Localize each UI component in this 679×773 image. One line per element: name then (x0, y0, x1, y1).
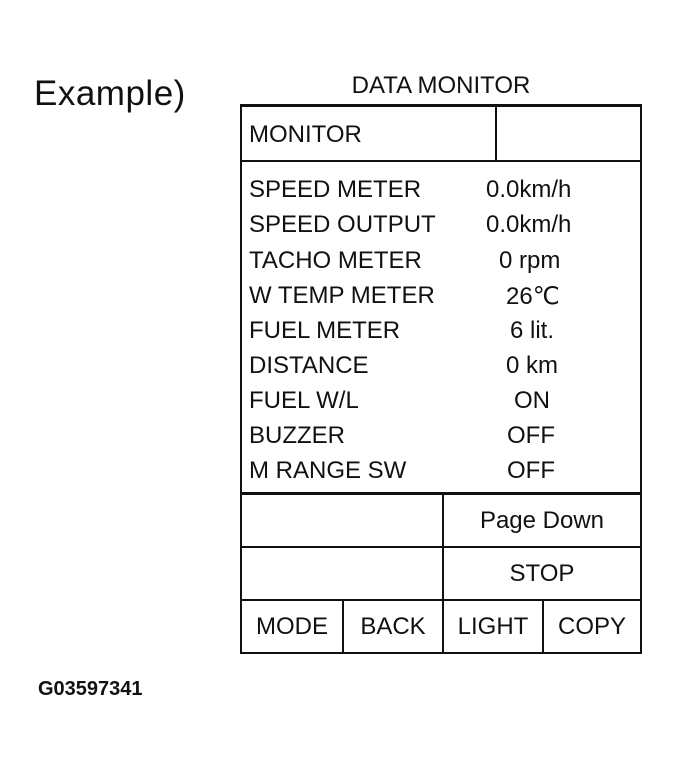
data-row-speed-output-label: SPEED OUTPUT (249, 211, 436, 238)
data-list: SPEED METER 0.0km/h SPEED OUTPUT 0.0km/h… (242, 162, 640, 495)
figure-code: G03597341 (38, 678, 143, 700)
screen-title: DATA MONITOR (351, 72, 531, 99)
data-row-buzzer-value: OFF (507, 422, 555, 449)
button-row-stop: STOP (242, 548, 640, 601)
data-row-w-temp-meter-label: W TEMP METER (249, 282, 435, 309)
copy-button[interactable]: COPY (542, 601, 640, 653)
data-row-distance-value: 0 km (506, 352, 559, 379)
example-label: Example) (34, 74, 186, 113)
data-row-speed-meter-value: 0.0km/h (486, 176, 572, 203)
blank-button[interactable] (242, 548, 442, 599)
blank-button[interactable] (242, 495, 442, 546)
data-row-m-range-sw-value: OFF (507, 457, 555, 484)
data-row-fuel-wl-label: FUEL W/L (249, 387, 359, 414)
data-row-fuel-wl-value: ON (514, 387, 550, 414)
data-row-tacho-meter-value: 0 rpm (499, 247, 561, 274)
stop-button[interactable]: STOP (442, 548, 640, 599)
mode-button[interactable]: MODE (256, 613, 328, 640)
data-row-buzzer-label: BUZZER (249, 422, 345, 449)
data-row-fuel-meter-label: FUEL METER (249, 317, 401, 344)
data-row-fuel-meter-value: 6 lit. (510, 317, 555, 344)
monitor-header-divider (495, 107, 497, 160)
data-row-speed-output-value: 0.0km/h (486, 211, 572, 238)
data-row-w-temp-meter-value: 26℃ (506, 283, 560, 310)
monitor-header-row: MONITOR (242, 107, 640, 162)
data-row-tacho-meter-label: TACHO METER (249, 247, 422, 274)
data-row-distance-label: DISTANCE (249, 352, 369, 379)
data-monitor-screen: MONITOR SPEED METER 0.0km/h SPEED OUTPUT… (240, 104, 642, 654)
data-row-m-range-sw-label: M RANGE SW (249, 457, 407, 484)
back-button[interactable]: BACK (342, 601, 442, 653)
monitor-label: MONITOR (249, 121, 362, 148)
light-button[interactable]: LIGHT (442, 601, 542, 653)
button-row-page-down: Page Down (242, 495, 640, 548)
page-down-button[interactable]: Page Down (442, 495, 640, 546)
data-row-speed-meter-label: SPEED METER (249, 176, 422, 203)
button-row-functions: MODE BACK LIGHT COPY (242, 601, 640, 653)
